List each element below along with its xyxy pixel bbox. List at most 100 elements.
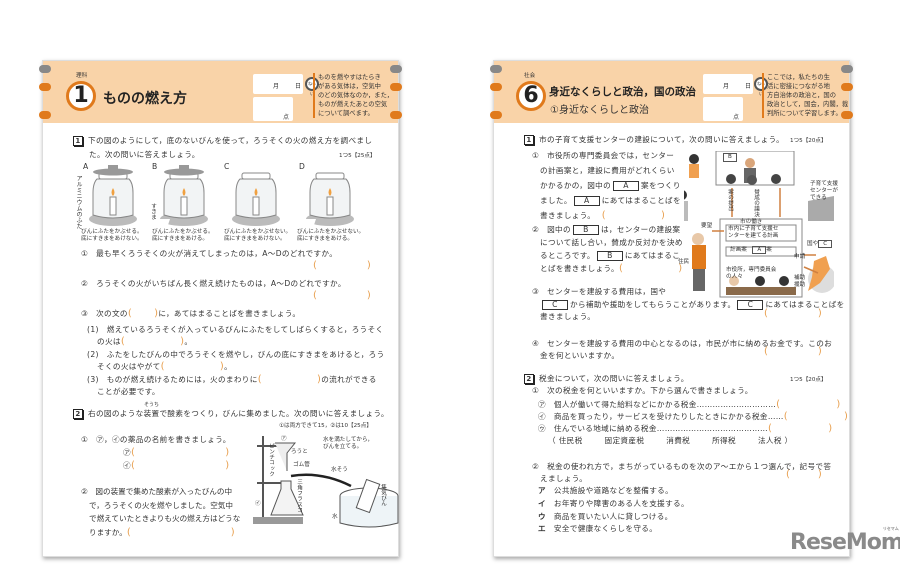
tax-choices: （ 住民税固定資産税消費税所得税法人税 ） <box>548 436 793 445</box>
vote-label: 賛成の議決 <box>753 189 759 217</box>
month-label: 月 <box>273 83 280 90</box>
q2-options: ア 公共施設や道路などを整備する。 イ お年寄りや障害のある人を支援する。 ウ … <box>538 486 689 534</box>
page-header <box>494 61 849 123</box>
science-worksheet-page: 理科 1 ものの燃え方 月日 点 ねらい ものを燃やすはたらきがある気体は，空気… <box>39 60 402 557</box>
answer-field[interactable]: () <box>126 526 235 538</box>
answer-field[interactable]: () <box>783 411 849 422</box>
jar-figure <box>89 165 137 226</box>
q1-sub1: ① 市役所の専門委員会では，センター の計画案と，建設に費用がどれくらい かかる… <box>532 151 681 221</box>
request-label: 要望 <box>701 223 713 229</box>
figure-label-d: D <box>299 162 306 171</box>
q2-sub1: ① 次の税金を何といいますか。下から選んで書きましょう。 <box>532 386 753 395</box>
note-label: 水を満たしてから，びんを立てる。 <box>323 437 374 450</box>
page-title: 身近なくらしと政治，国の政治 <box>549 86 696 98</box>
jar-figure <box>232 172 280 226</box>
score-label: 点 <box>733 114 740 121</box>
lid-label: アルミニウムのふた <box>75 175 82 229</box>
q2-points: ①は両方できて15，②は10【25点】 <box>279 423 372 429</box>
answer-field[interactable]: () <box>591 210 666 221</box>
q1-p1: (1) 燃えているろうそくが入っているびんにふたをしてしばらくすると，ろうそく <box>87 325 384 334</box>
answer-field[interactable]: () <box>313 290 371 301</box>
q1-sub2: ② ろうそくの火がいちばん長く燃え続けたものは，A～Dのどれですか。 <box>81 279 346 288</box>
answer-field[interactable]: () <box>786 469 822 480</box>
q1-p3-line2: ことが必要です。 <box>97 387 160 396</box>
q1-p3: (3) ものが燃え続けるためには，火のまわりに()の流れができる <box>87 374 377 385</box>
q1-points: 1つ5【20点】 <box>790 138 827 144</box>
pinch-cock-label: ピンチコック <box>268 443 274 477</box>
q1-points: 1つ5【25点】 <box>339 153 376 159</box>
unit-number: 6 <box>516 81 546 111</box>
gap-label: すきま <box>150 203 156 220</box>
unit-number: 1 <box>66 81 96 111</box>
residents-label: 住民 <box>678 259 690 265</box>
q1-p2-line2: そくの火はやがて()。 <box>97 361 233 372</box>
q1-p2: (2) ふたをしたびんの中でろうそくを燃やし，びんの底にすきまをあけると，ろう <box>87 350 385 359</box>
magnifier-icon: ねらい <box>305 77 319 96</box>
date-box[interactable]: 月日 <box>253 74 303 94</box>
figure-caption-b: びんにふたをかぶせる。底にすきまをあける。 <box>152 229 214 242</box>
answer-field[interactable]: () <box>764 346 822 357</box>
city-work-label: 市の働き <box>740 219 763 225</box>
q2-points: 1つ5【20点】 <box>790 377 827 383</box>
candle-jars-figure <box>89 165 354 226</box>
question-number: 1 <box>73 136 83 146</box>
figure-label-c: C <box>224 162 230 171</box>
figure-label-b: B <box>152 162 158 171</box>
tax-items: ㋐ 個人が働いて得た給料などにかかる税金…………………………() ㋑ 商品を買っ… <box>538 399 849 434</box>
page-subtitle: ①身近なくらしと政治 <box>550 105 649 116</box>
oxygen-apparatus-figure <box>253 436 399 528</box>
rubber-tube-label: ゴム管 <box>293 462 310 468</box>
answer-field[interactable]: () <box>313 260 371 271</box>
figure-caption-c: びんにふたをかぶせない。底にすきまをあけない。 <box>224 229 292 242</box>
plan-label: 市内に子育て支援センターを建てる計画 <box>728 226 779 239</box>
answer-field[interactable]: () <box>618 263 683 274</box>
q1-sub1: ① 最も早くろうそくの火が消えてしまったのは，A～Dのどれですか。 <box>81 249 338 258</box>
day-label: 日 <box>745 83 752 90</box>
q2-sub2: ② 税金の使われ方で，まちがっているものを次のア～エから１つ選んで，記号で答えま… <box>532 462 832 483</box>
answer-field[interactable]: () <box>768 423 833 434</box>
q2-sub2: ② 図の装置で集めた酸素が入ったびんの中で，ろうそくの火を燃やしました。空気中で… <box>81 487 241 538</box>
city-government-diagram <box>684 151 834 298</box>
label-a: ㋐ <box>281 436 287 442</box>
q1-text-2: た。次の問いに答えましょう。 <box>89 150 200 159</box>
q1-sub3: ③ 次の文の()に，あてはまることばを書きましょう。 <box>81 308 301 319</box>
proposal-label: 案の提出 <box>727 189 733 212</box>
q2-ruby: そうち <box>144 402 160 408</box>
q1-sub4: ④ センターを建設する費用の中心となるのは，市民が市に納めるお金です。このお金を… <box>532 339 833 360</box>
figure-label-a: A <box>83 162 89 171</box>
magnifier-icon: ねらい <box>754 77 768 96</box>
answer-field[interactable]: () <box>120 336 185 347</box>
subject-label: 理科 <box>76 73 88 79</box>
answer-field[interactable]: () <box>764 308 822 319</box>
aim-text: ものを燃やすはたらきがある気体は，空気中のどの気体なのか，また，ものが燃えたあと… <box>313 73 393 118</box>
diagram-box-b: B <box>723 153 737 162</box>
bottle-label: 集気びん <box>380 484 386 507</box>
funnel-label: ろうと <box>291 449 308 455</box>
page-header <box>43 61 398 123</box>
jar-figure <box>160 165 208 226</box>
aid-label: 補助援助 <box>794 275 806 288</box>
label-i: ㋑ <box>255 501 261 507</box>
answer-a[interactable]: ㋐() <box>123 447 230 458</box>
staff-label: 市役所，専門委員会の人々 <box>726 267 777 280</box>
answer-field[interactable]: () <box>160 361 225 372</box>
jar-figure <box>306 172 354 226</box>
subject-label: 社会 <box>524 73 536 79</box>
q2-sub1: ① ㋐，㋑の薬品の名前を書きましょう。 <box>81 435 231 444</box>
social-studies-worksheet-page: 社会 6 身近なくらしと政治，国の政治 ①身近なくらしと政治 月日 点 ねらい … <box>490 60 853 557</box>
score-box[interactable]: 点 <box>253 97 293 121</box>
tank-label: 水そう <box>331 467 348 473</box>
date-box[interactable]: 月日 <box>703 74 753 94</box>
figure-caption-d: びんにふたをかぶせない。底にすきまをあける。 <box>297 229 365 242</box>
answer-field[interactable]: () <box>257 374 322 385</box>
answer-i[interactable]: ㋑() <box>123 460 230 471</box>
answer-field[interactable]: () <box>776 399 841 410</box>
score-label: 点 <box>283 114 290 121</box>
score-box[interactable]: 点 <box>703 97 743 121</box>
aim-text: ここでは，私たちの生活に密接につながる地方自治体の政治と，国の政治として，国会，… <box>762 73 848 118</box>
